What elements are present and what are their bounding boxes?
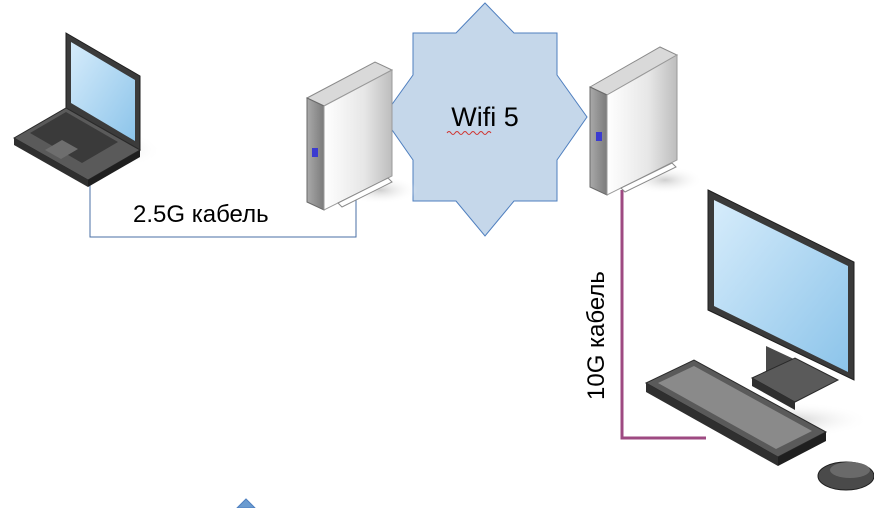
router-left-icon	[305, 61, 418, 211]
cable-10g	[620, 190, 706, 440]
cable-10g-label: 10G кабель	[583, 271, 610, 400]
cable-2-5g-label: 2.5G кабель	[133, 201, 269, 228]
wifi-label: Wifi 5	[451, 102, 519, 132]
partial-shape	[236, 498, 256, 508]
cable-2-5g	[89, 185, 357, 238]
laptop-icon	[12, 32, 162, 187]
desktop-computer-icon	[644, 189, 874, 491]
router-right-icon	[588, 46, 703, 196]
spellcheck-underline	[446, 131, 492, 135]
wifi-star	[382, 2, 588, 237]
